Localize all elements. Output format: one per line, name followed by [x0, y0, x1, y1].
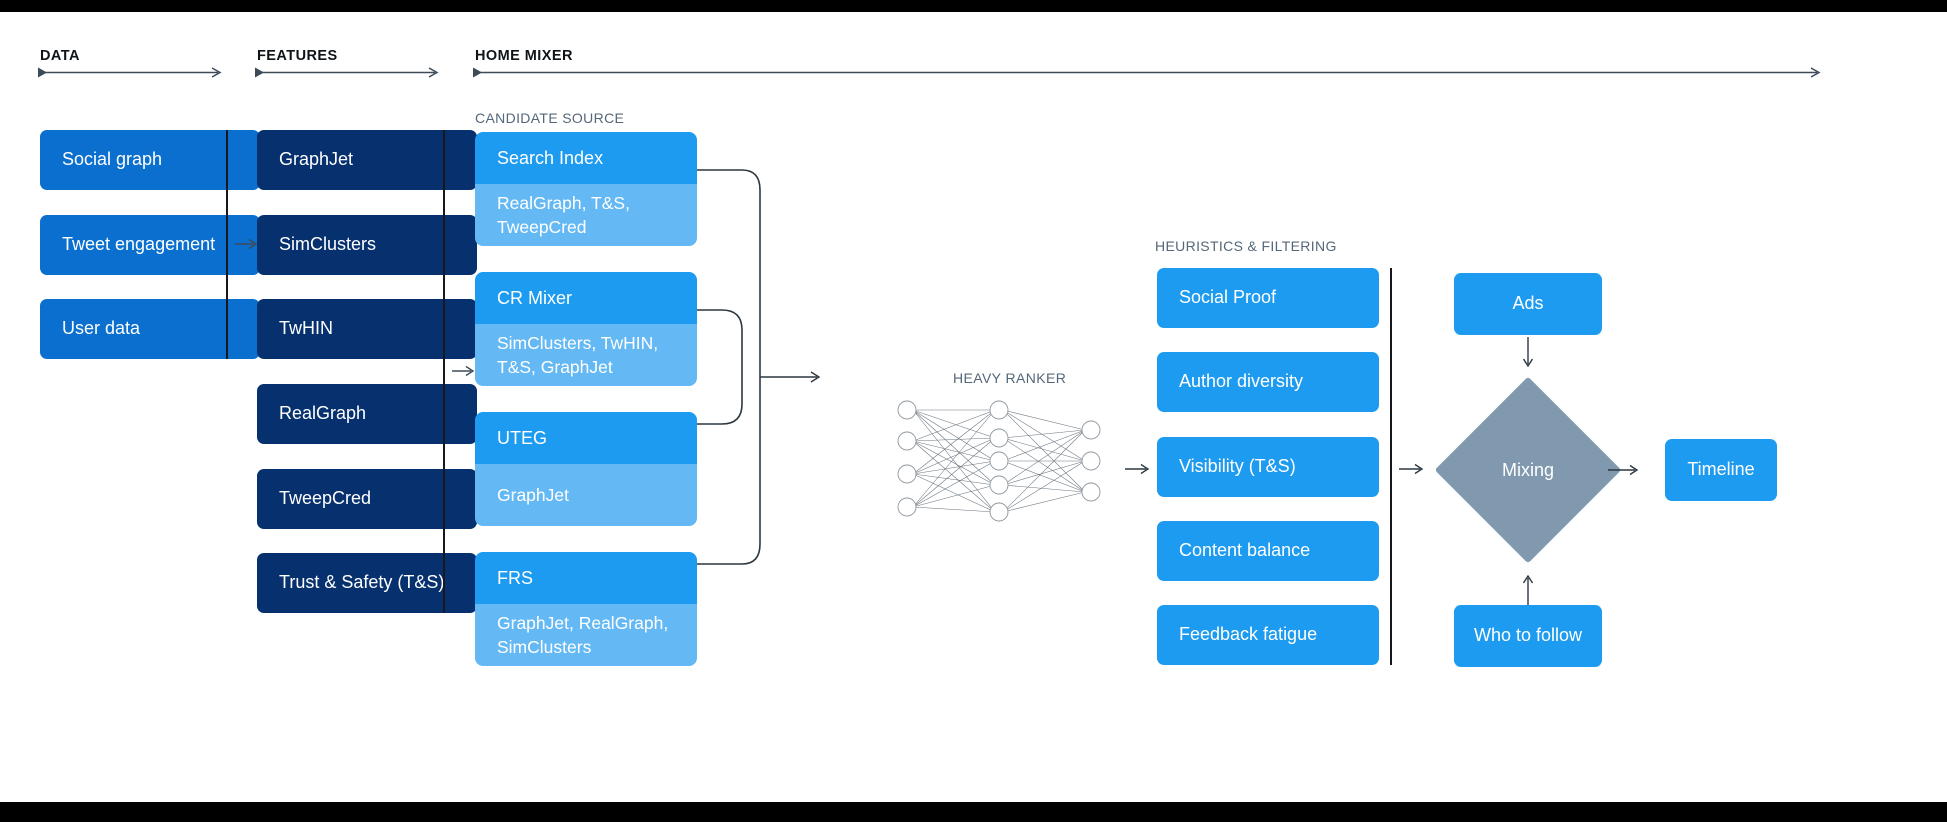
ads-label: Ads [1512, 293, 1544, 314]
heuristic-item-visibility[interactable]: Visibility (T&S) [1157, 437, 1379, 497]
mixing-label: Mixing [1501, 459, 1554, 480]
connector-candidate-sources-to-ranker [697, 152, 887, 627]
heuristic-item-label: Content balance [1179, 540, 1311, 561]
heuristic-item-label: Feedback fatigue [1179, 624, 1318, 645]
candidate-source-card-search-index[interactable]: Search Index RealGraph, T&S, TweepCred [475, 132, 697, 246]
feature-item-label: SimClusters [279, 234, 377, 255]
separator-heuristics-mixing [1390, 268, 1392, 665]
heuristic-item-content-balance[interactable]: Content balance [1157, 521, 1379, 581]
candidate-source-card-frs[interactable]: FRS GraphJet, RealGraph, SimClusters [475, 552, 697, 666]
data-item-label: User data [62, 318, 141, 339]
candidate-source-title: CANDIDATE SOURCE [475, 110, 625, 126]
stage-arrow-home-mixer [473, 66, 1823, 88]
arrow-mixing-to-timeline [1608, 463, 1641, 482]
separator-features-home-mixer [443, 130, 445, 613]
feature-item-label: GraphJet [279, 149, 354, 170]
data-item-label: Social graph [62, 149, 163, 170]
heuristic-item-label: Visibility (T&S) [1179, 456, 1296, 477]
heuristic-item-feedback-fatigue[interactable]: Feedback fatigue [1157, 605, 1379, 665]
heavy-ranker-title: HEAVY RANKER [953, 370, 1067, 386]
who-to-follow-label: Who to follow [1473, 625, 1583, 646]
arrow-heuristics-to-mixing [1399, 462, 1426, 481]
feature-item-label: Trust & Safety (T&S) [279, 572, 445, 593]
diagram-canvas: DATA FEATURES HOME MIXER Social graph Tw… [0, 12, 1947, 802]
feature-item-realgraph[interactable]: RealGraph [257, 384, 477, 444]
stage-title-features: FEATURES [257, 48, 338, 64]
separator-data-features [226, 130, 228, 359]
arrow-ads-to-mixing [1521, 337, 1535, 375]
data-item-label: Tweet engagement [62, 234, 216, 255]
candidate-source-name: CR Mixer [475, 272, 697, 324]
feature-item-tweepcred[interactable]: TweepCred [257, 469, 477, 529]
heuristic-item-author-diversity[interactable]: Author diversity [1157, 352, 1379, 412]
candidate-source-features: GraphJet, RealGraph, SimClusters [475, 604, 697, 666]
heuristics-title: HEURISTICS & FILTERING [1155, 238, 1337, 254]
stage-title-data: DATA [40, 48, 80, 64]
feature-item-label: TwHIN [279, 318, 333, 339]
data-item-social-graph[interactable]: Social graph [40, 130, 260, 190]
arrow-who-to-follow-to-mixing [1521, 572, 1535, 610]
arrow-ranker-to-heuristics [1125, 462, 1152, 481]
stage-title-home-mixer: HOME MIXER [475, 48, 573, 64]
heuristic-item-social-proof[interactable]: Social Proof [1157, 268, 1379, 328]
ads-box[interactable]: Ads [1454, 273, 1602, 335]
mixing-label-wrap: Mixing [1462, 404, 1594, 536]
feature-item-simclusters[interactable]: SimClusters [257, 215, 477, 275]
timeline-label: Timeline [1687, 459, 1755, 480]
candidate-source-name: Search Index [475, 132, 697, 184]
heuristic-item-label: Social Proof [1179, 287, 1277, 308]
candidate-source-name: UTEG [475, 412, 697, 464]
data-item-user-data[interactable]: User data [40, 299, 260, 359]
data-item-tweet-engagement[interactable]: Tweet engagement [40, 215, 260, 275]
candidate-source-features: SimClusters, TwHIN, T&S, GraphJet [475, 324, 697, 386]
arrow-features-to-candidate-source [452, 364, 477, 383]
stage-arrow-features [255, 66, 441, 88]
feature-item-label: RealGraph [279, 403, 367, 424]
candidate-source-features: RealGraph, T&S, TweepCred [475, 184, 697, 246]
timeline-box[interactable]: Timeline [1665, 439, 1777, 501]
stage-arrow-data [38, 66, 224, 88]
who-to-follow-box[interactable]: Who to follow [1454, 605, 1602, 667]
heuristic-item-label: Author diversity [1179, 371, 1304, 392]
arrow-data-to-features [235, 237, 260, 256]
feature-item-twhin[interactable]: TwHIN [257, 299, 477, 359]
candidate-source-card-cr-mixer[interactable]: CR Mixer SimClusters, TwHIN, T&S, GraphJ… [475, 272, 697, 386]
feature-item-label: TweepCred [279, 488, 372, 509]
candidate-source-features: GraphJet [475, 464, 697, 526]
feature-item-graphjet[interactable]: GraphJet [257, 130, 477, 190]
candidate-source-card-uteg[interactable]: UTEG GraphJet [475, 412, 697, 526]
feature-item-trust-safety[interactable]: Trust & Safety (T&S) [257, 553, 477, 613]
heavy-ranker-network [895, 394, 1110, 534]
candidate-source-name: FRS [475, 552, 697, 604]
